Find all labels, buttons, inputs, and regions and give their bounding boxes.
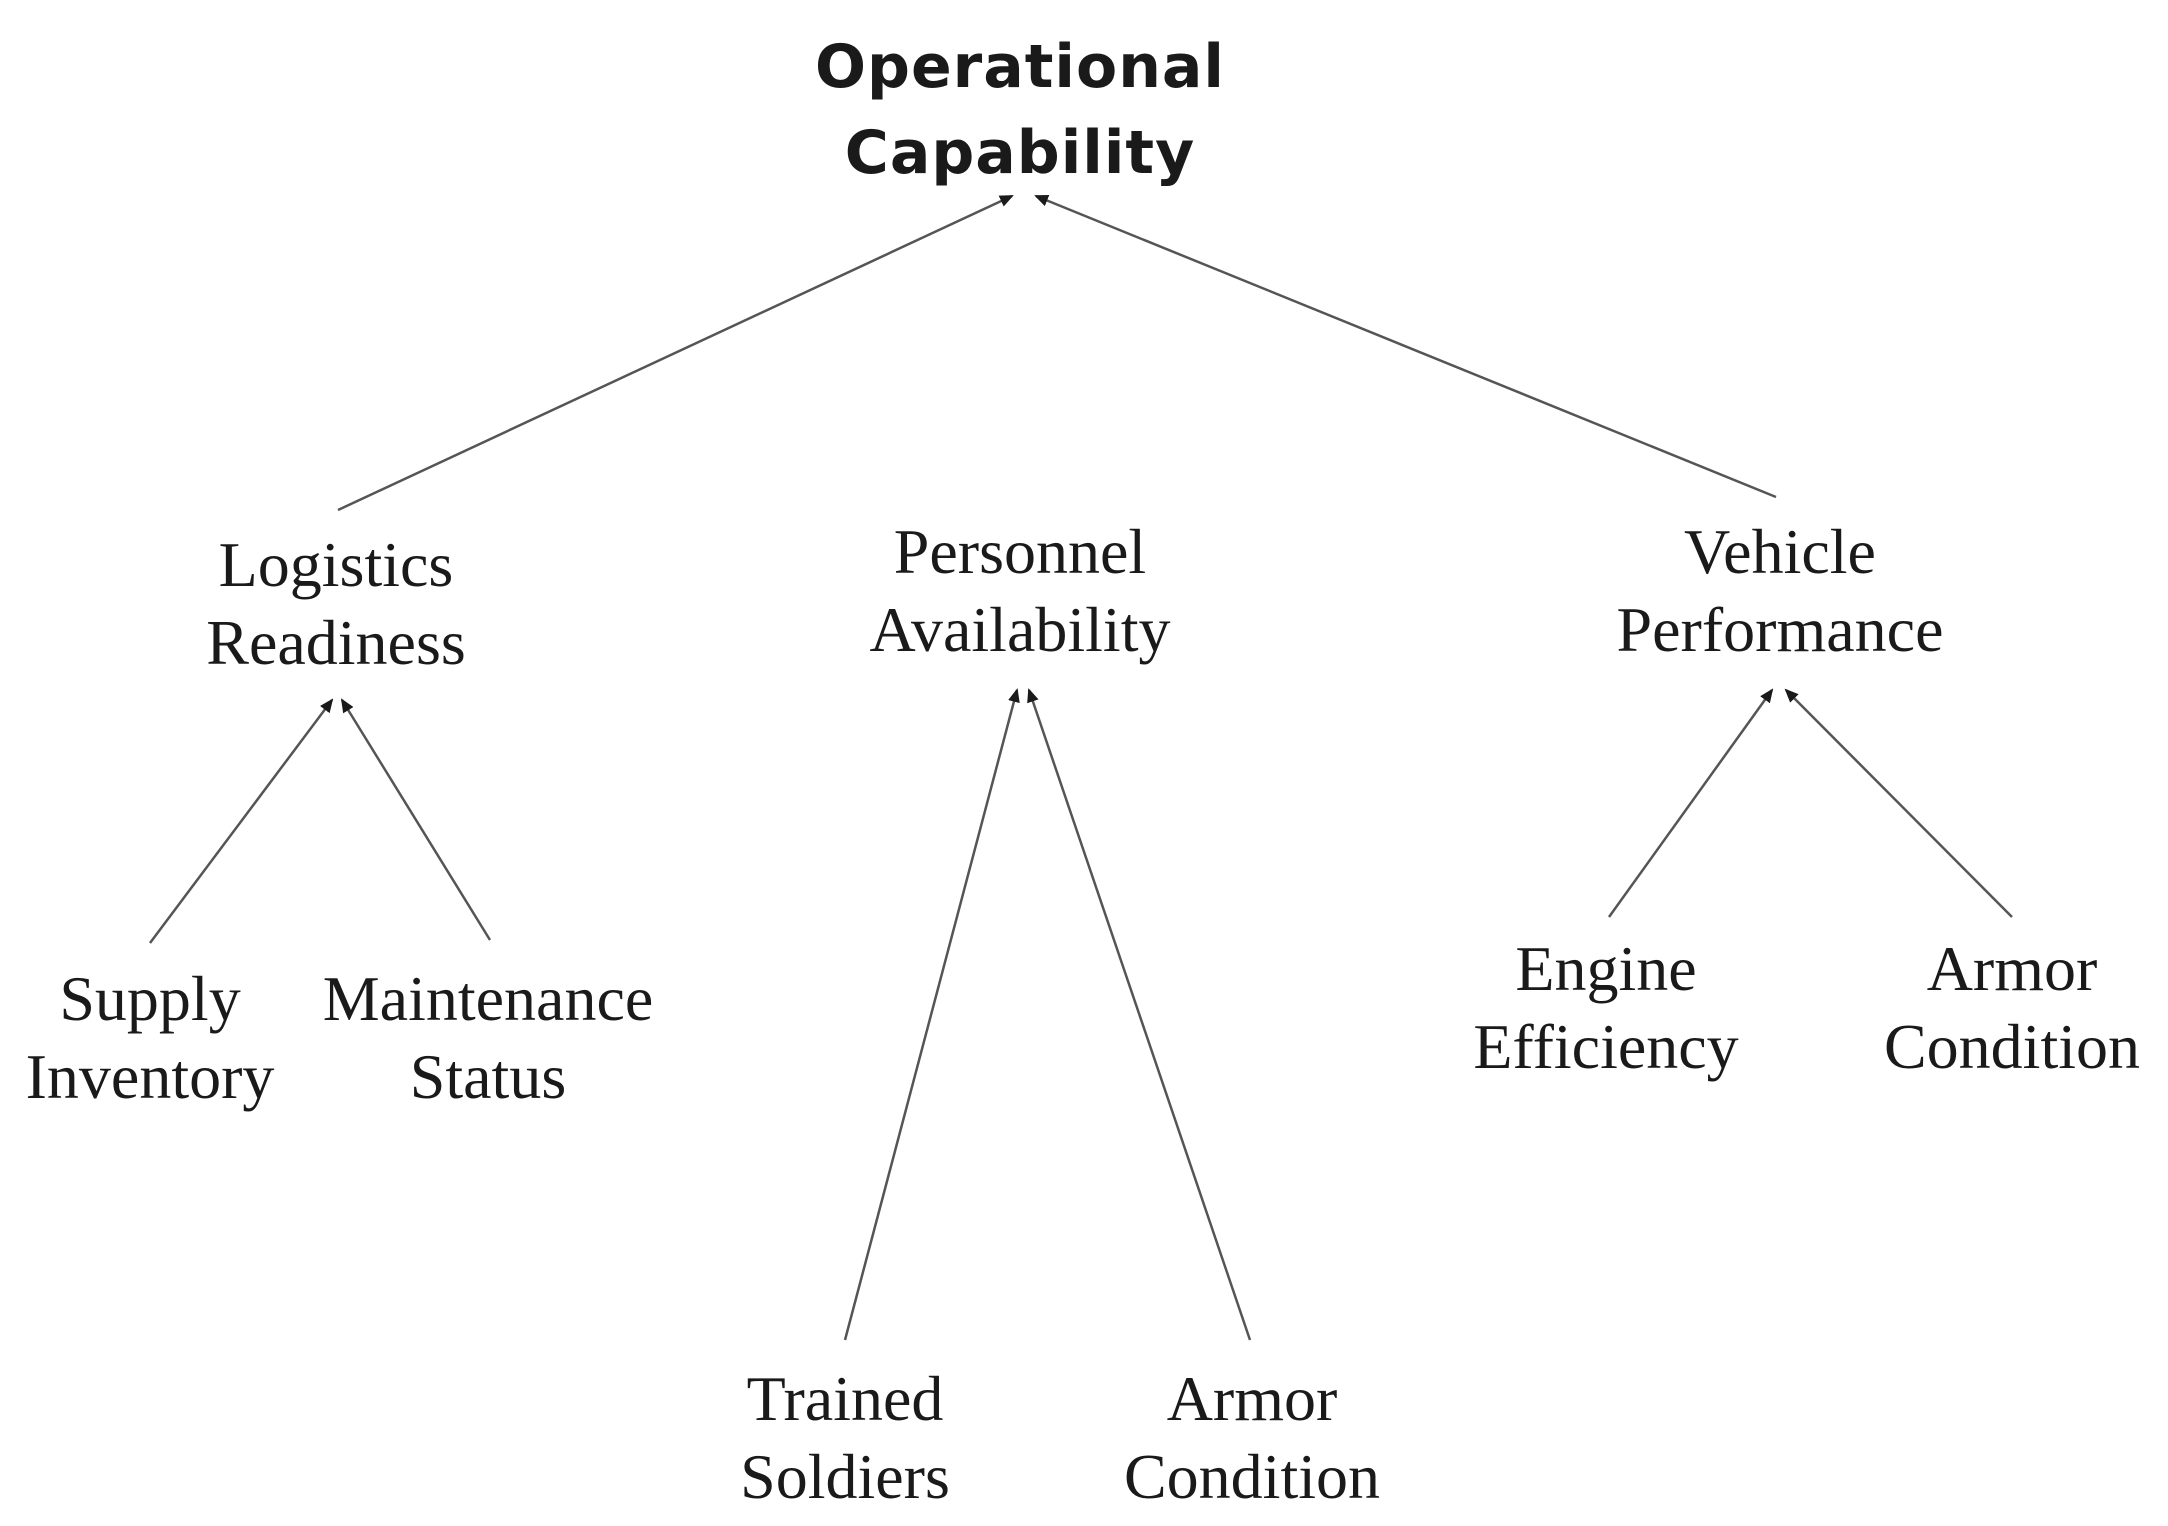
node-label-line2: Performance	[1616, 594, 1944, 665]
edge-supply-to-logistics	[148, 698, 334, 944]
node-label-line1: Trained	[746, 1363, 944, 1434]
node-trained-soldiers: Trained Soldiers	[740, 1360, 950, 1516]
node-supply-inventory: Supply Inventory	[26, 960, 275, 1116]
node-label-line1: Personnel	[893, 516, 1147, 587]
node-label-line1: Vehicle	[1684, 516, 1876, 587]
node-label-line1: Operational	[815, 32, 1225, 102]
node-label-line2: Condition	[1123, 1441, 1381, 1512]
node-label-line2: Status	[409, 1041, 567, 1112]
node-maintenance-status: Maintenance Status	[323, 960, 654, 1116]
node-armor-condition-personnel: Armor Condition	[1124, 1360, 1380, 1516]
edge-logistics-to-root	[337, 194, 1014, 512]
node-label-line2: Efficiency	[1473, 1011, 1739, 1082]
node-label-line1: Engine	[1515, 933, 1697, 1004]
node-label-line2: Capability	[844, 118, 1196, 188]
node-personnel-availability: Personnel Availability	[870, 513, 1171, 669]
edge-trained-to-personnel	[843, 688, 1020, 1341]
node-label-line2: Readiness	[206, 607, 466, 678]
node-label-line1: Armor	[1926, 933, 2098, 1004]
node-label-line1: Maintenance	[322, 963, 654, 1034]
node-label-line2: Availability	[869, 594, 1171, 665]
node-engine-efficiency: Engine Efficiency	[1473, 930, 1738, 1086]
node-label-line1: Armor	[1166, 1363, 1338, 1434]
node-armor-condition-vehicle: Armor Condition	[1884, 930, 2140, 1086]
node-label-line1: Supply	[59, 963, 241, 1034]
node-label-line1: Logistics	[218, 529, 454, 600]
edge-armor-to-personnel	[1027, 688, 1252, 1341]
edge-armor-to-vehicle	[1784, 688, 2013, 918]
node-logistics-readiness: Logistics Readiness	[206, 526, 466, 682]
node-vehicle-performance: Vehicle Performance	[1617, 513, 1944, 669]
node-label-line2: Soldiers	[740, 1441, 950, 1512]
node-label-line2: Inventory	[25, 1041, 275, 1112]
edge-engine-to-vehicle	[1607, 688, 1774, 918]
edge-vehicle-to-root	[1034, 194, 1777, 499]
edge-maintenance-to-logistics	[340, 698, 492, 941]
node-operational-capability: Operational Capability	[815, 24, 1225, 196]
node-label-line2: Condition	[1883, 1011, 2141, 1082]
